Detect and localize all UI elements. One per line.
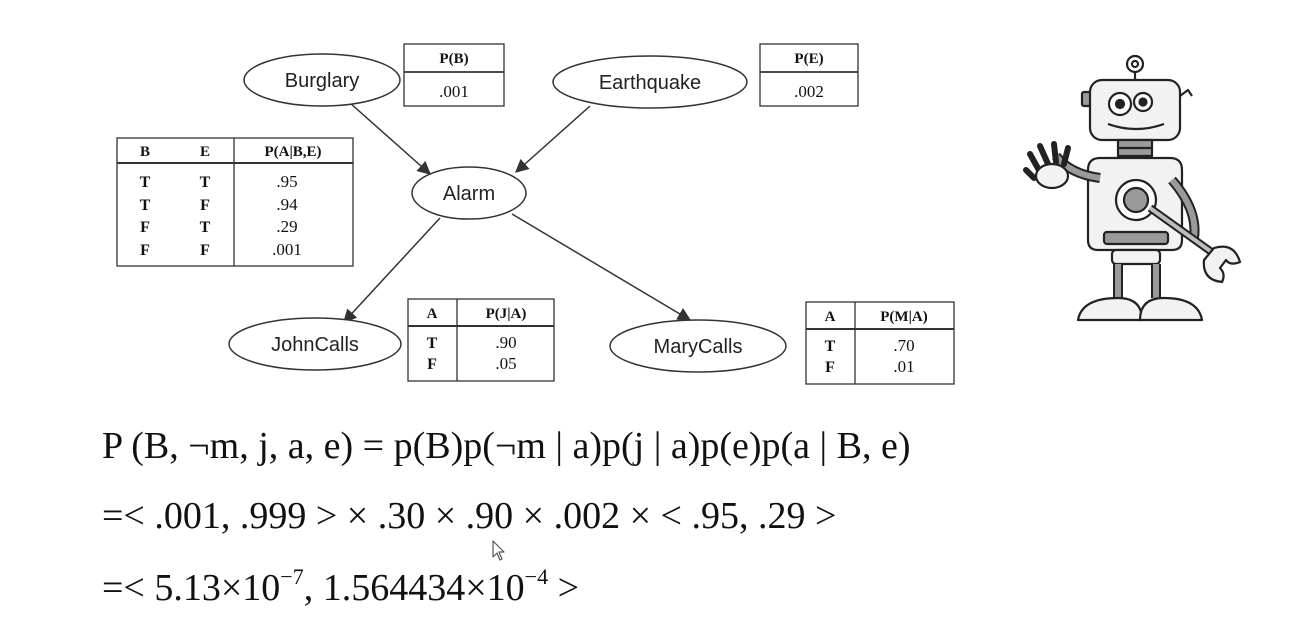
table-cell: .95 (276, 172, 297, 191)
formula-line-1: P (B, ¬m, j, a, e) = p(B)p(¬m | a)p(j | … (102, 425, 911, 467)
formula-line-3-exponent-2: −4 (524, 564, 549, 589)
cpt-marycalls-header-p: P(M|A) (880, 309, 927, 325)
table-cell: T (200, 174, 211, 191)
cpt-johncalls-header-p: P(J|A) (486, 306, 527, 322)
cpt-burglary-header: P(B) (439, 51, 468, 67)
cpt-burglary-value: .001 (439, 82, 469, 101)
mouse-cursor-icon (492, 540, 505, 561)
formula-line-2: =< .001, .999 > × .30 × .90 × .002 × < .… (102, 495, 837, 537)
node-burglary-label: Burglary (285, 70, 359, 92)
cpt-alarm-header-p: P(A|B,E) (264, 144, 321, 160)
cpt-earthquake: P(E) .002 (759, 43, 859, 107)
node-johncalls-label: JohnCalls (271, 334, 359, 356)
node-burglary: Burglary (243, 53, 401, 107)
table-cell: .94 (276, 195, 298, 214)
cpt-johncalls-header-a: A (427, 306, 438, 322)
formula-line-3: =< 5.13×10−7, 1.564434×10−4 > (102, 564, 579, 610)
table-cell: T (140, 174, 151, 191)
table-cell: F (200, 242, 210, 259)
formula-line-3-part-a: =< 5.13×10 (102, 567, 281, 609)
robot-illustration (1023, 54, 1242, 322)
table-cell: .70 (893, 336, 914, 355)
formula-line-3-part-c: > (548, 567, 580, 609)
table-cell: F (427, 356, 437, 373)
formula-line-3-part-b: , 1.564434×10 (303, 567, 525, 609)
table-cell: T (825, 338, 836, 355)
table-cell: .001 (272, 240, 302, 259)
node-alarm-label: Alarm (443, 183, 495, 205)
table-cell: F (200, 197, 210, 214)
table-cell: .29 (276, 217, 297, 236)
node-earthquake: Earthquake (552, 55, 748, 109)
cpt-alarm-header-b: B (140, 144, 150, 160)
edge-alarm-johncalls (343, 217, 441, 323)
table-cell: T (200, 219, 211, 236)
table-cell: T (140, 197, 151, 214)
node-earthquake-label: Earthquake (599, 72, 701, 94)
table-cell: T (427, 335, 438, 352)
table-cell: F (825, 359, 835, 376)
cpt-johncalls: A P(J|A) T .90 F .05 (407, 298, 555, 382)
edges (343, 102, 692, 323)
edge-earthquake-alarm (514, 105, 591, 173)
edge-burglary-alarm (349, 102, 432, 175)
cpt-marycalls-header-a: A (825, 309, 836, 325)
table-cell: F (140, 242, 150, 259)
node-alarm: Alarm (411, 166, 527, 220)
table-cell: .05 (495, 354, 516, 373)
node-marycalls-label: MaryCalls (654, 336, 743, 358)
cpt-alarm-header-e: E (200, 144, 210, 160)
node-marycalls: MaryCalls (609, 319, 787, 373)
table-cell: .01 (893, 357, 914, 376)
cpt-earthquake-header: P(E) (794, 51, 823, 67)
cpt-earthquake-value: .002 (794, 82, 824, 101)
node-johncalls: JohnCalls (228, 317, 402, 371)
edge-alarm-marycalls (511, 213, 692, 321)
cpt-marycalls: A P(M|A) T .70 F .01 (805, 301, 955, 385)
cpt-burglary: P(B) .001 (403, 43, 505, 107)
table-cell: .90 (495, 333, 516, 352)
cpt-alarm: B E P(A|B,E) T T .95 T F .94 F T .29 F F… (116, 137, 354, 267)
formula-line-3-exponent-1: −7 (280, 564, 304, 589)
table-cell: F (140, 219, 150, 236)
